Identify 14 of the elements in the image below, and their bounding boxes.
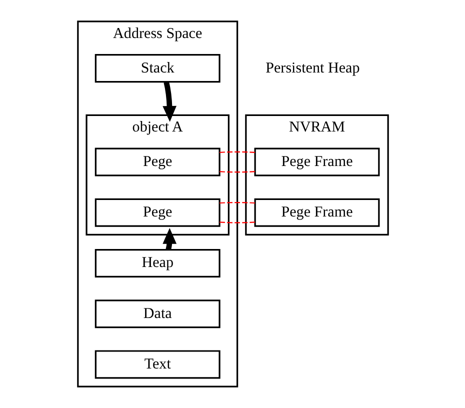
node-box: Pege xyxy=(94,148,220,176)
node-box: Text xyxy=(94,350,220,379)
connector xyxy=(219,222,254,224)
node-box: Pege Frame xyxy=(254,148,380,176)
node-box: Stack xyxy=(94,54,220,83)
node-box: Pege Frame xyxy=(254,198,380,227)
node-box: Data xyxy=(94,300,220,328)
arrow xyxy=(162,81,176,122)
connector xyxy=(219,202,254,204)
node-box: Heap xyxy=(94,248,220,278)
node-box: Pege xyxy=(94,198,220,227)
connector xyxy=(219,151,254,153)
label: Persistent Heap xyxy=(265,60,360,76)
connector xyxy=(219,171,254,173)
